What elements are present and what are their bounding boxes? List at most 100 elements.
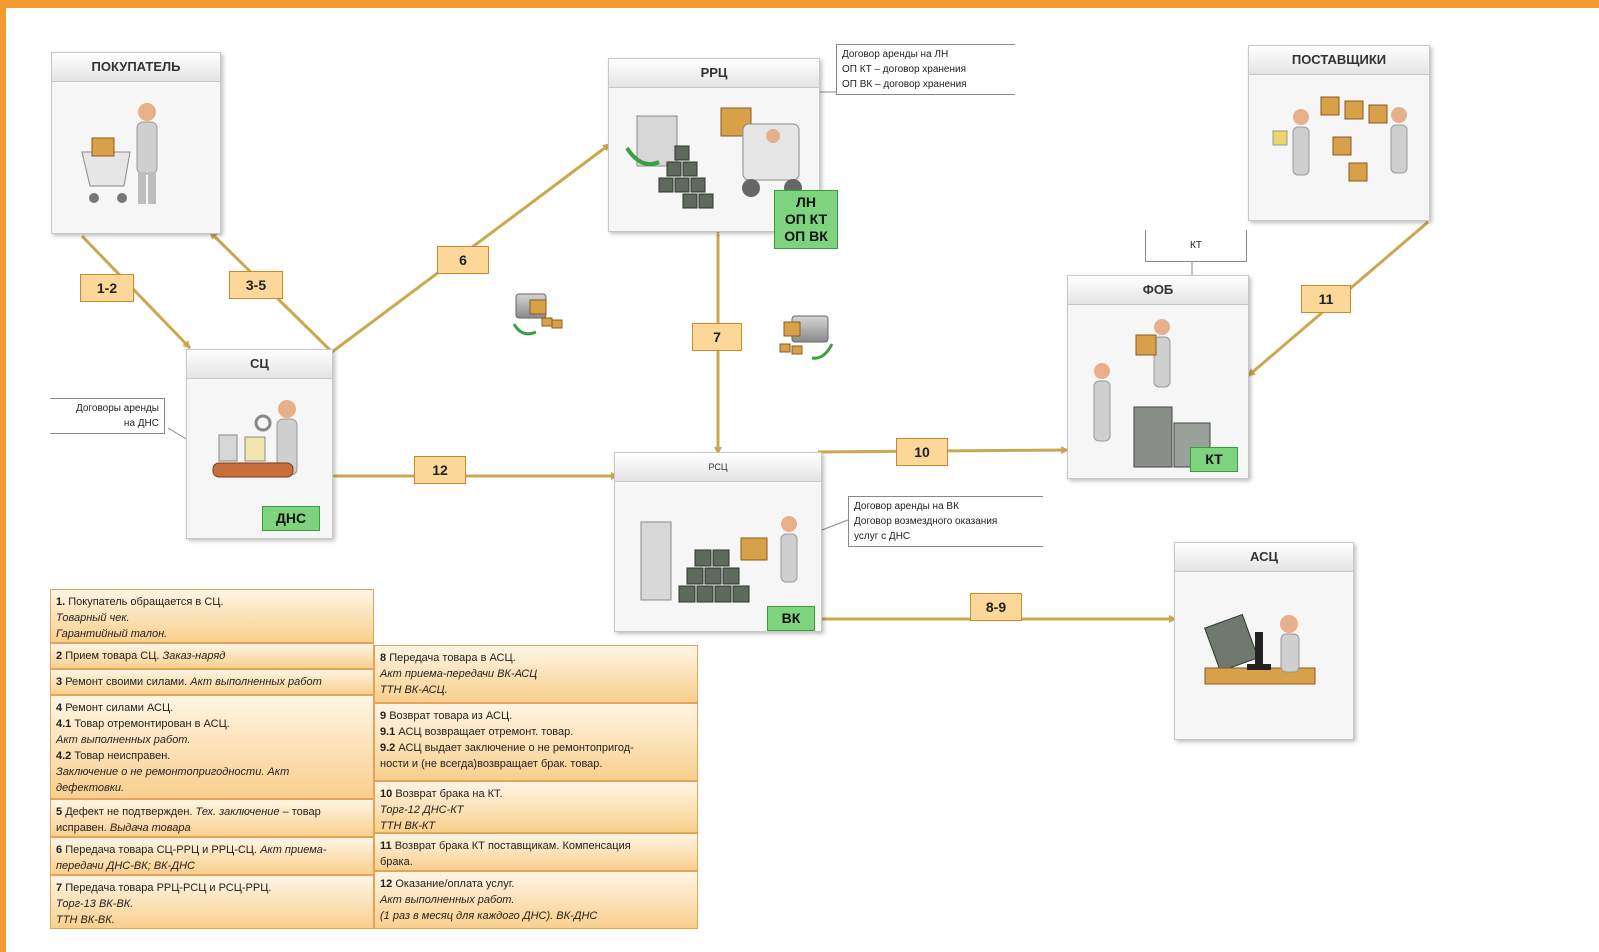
legend-line: ности и (не всегда)возвращает брак. това… [380,756,692,772]
node-buyer: ПОКУПАТЕЛЬ [51,52,221,234]
legend-line: ТТН ВК-АСЦ. [380,682,692,698]
legend-step-number: 4.2 [56,750,72,762]
transfer-boxes-icon [512,293,563,336]
arrow-label-8-9: 8-9 [970,593,1022,621]
legend-line: 11 Возврат брака КТ поставщикам. Компенс… [380,838,692,854]
legend-line: Акт выполненных работ. [56,732,368,748]
buyer-with-cart-icon [81,103,158,204]
node-title: ПОКУПАТЕЛЬ [52,53,220,82]
legend-document: Акт приема-передачи ВК-АСЦ [380,668,538,680]
legend-document: (1 раз в месяц для каждого ДНС). ВК-ДНС [380,910,598,922]
legend-line: Торг-13 ВК-ВК. [56,896,368,912]
legend-text: Передача товара в АСЦ. [389,652,516,664]
legend-line: 6 Передача товара СЦ-РРЦ и РРЦ-СЦ. Акт п… [56,842,368,858]
note-line: на ДНС [123,418,159,429]
badge-ln: ЛН [796,194,816,210]
legend-line: исправен. Выдача товара [56,820,368,836]
legend-step-number: 12 [380,878,393,890]
rsc-contract-note: Договор аренды на ВК Договор возмездного… [848,496,1043,547]
legend-item-6: 6 Передача товара СЦ-РРЦ и РРЦ-СЦ. Акт п… [50,837,374,875]
legend-document: Товарный чек. [56,612,130,624]
legend-document: Заказ-наряд [162,650,226,662]
legend-line: Гарантийный талон. [56,626,368,642]
legend-document: Выдача товара [109,822,191,834]
node-rrc: РРЦ [608,58,820,232]
legend-step-number: 5 [56,806,63,818]
note-connector-sc [167,427,189,441]
top-border [0,0,1599,8]
sc-contract-note: Договоры аренды на ДНС [50,398,165,434]
legend-line: 5 Дефект не подтвержден. Тех. заключение… [56,804,368,820]
rsc-warehouse-icon [640,516,798,603]
legend-line: 2 Прием товара СЦ. Заказ-наряд [56,648,368,664]
legend-text: исправен. [56,822,107,834]
legend-line: ТТН ВК-КТ [380,818,692,832]
legend-line: передачи ДНС-ВК; ВК-ДНС [56,858,368,874]
legend-item-12: 12 Оказание/оплата услуг. Акт выполненны… [374,871,698,929]
legend-line: брака. [380,854,692,870]
legend-step-number: 7 [56,882,63,894]
legend-line: Товарный чек. [56,610,368,626]
legend-item-3: 3 Ремонт своими силами. Акт выполненных … [50,669,374,695]
legend-step-number: 4.1 [56,718,72,730]
legend-step-number: 9.2 [380,742,396,754]
fob-owner-note: КТ [1145,230,1247,262]
legend-item-5: 5 Дефект не подтвержден. Тех. заключение… [50,799,374,837]
node-rsc: РСЦ [614,452,822,632]
legend-line: ТТН ВК-ВК. [56,912,368,928]
legend-step-number: 1. [56,596,66,608]
note-line: Договор аренды на ВК [854,501,959,512]
legend-document: Акт приема- [260,844,327,856]
node-sc: СЦ [186,349,333,539]
legend-text: – товар [282,806,321,818]
legend-line: 10 Возврат брака на КТ. [380,786,692,802]
legend-text: Товар неисправен. [74,750,171,762]
lab-microscope-icon [1204,613,1316,685]
arrow-label-3-5: 3-5 [229,271,283,299]
legend-line: 4.2 Товар неисправен. [56,748,368,764]
arrow-label-10: 10 [896,438,948,466]
legend-document: дефектовки. [56,782,125,794]
rsc-badge: ВК [767,606,815,631]
legend-line: 8 Передача товара в АСЦ. [380,650,692,666]
legend-line: 9.2 АСЦ выдает заключение о не ремонтопр… [380,740,692,756]
node-title: РРЦ [609,59,819,88]
fob-icon [1093,319,1211,468]
legend-item-1: 1. Покупатель обращается в СЦ. Товарный … [50,589,374,643]
suppliers-icon [1272,96,1408,182]
note-line: ОП КТ – договор хранения [842,64,967,75]
legend-text: ности и (не всегда)возвращает брак. това… [380,758,603,770]
legend-step-number: 3 [56,676,63,688]
legend-text: Прием товара СЦ. [65,650,160,662]
legend-line: Акт выполненных работ. [380,892,692,908]
node-title: РСЦ [615,453,821,482]
arrow-label-7: 7 [692,323,742,351]
legend-item-10: 10 Возврат брака на КТ. Торг-12 ДНС-КТ Т… [374,781,698,833]
node-title: ФОБ [1068,276,1248,305]
legend-text: АСЦ возвращает отремонт. товар. [398,726,574,738]
legend-text: Возврат брака КТ поставщикам. Компенсаци… [394,840,631,852]
badge-op-kt: ОП КТ [784,211,828,227]
legend-line: 1. Покупатель обращается в СЦ. [56,594,368,610]
legend-document: Торг-13 ВК-ВК. [56,898,134,910]
legend-item-4: 4 Ремонт силами АСЦ. 4.1 Товар отремонти… [50,695,374,799]
legend-text: Оказание/оплата услуг. [395,878,515,890]
node-title: СЦ [187,350,332,379]
legend-text: Передача товара СЦ-РРЦ и РРЦ-СЦ. [65,844,257,856]
legend-step-number: 9.1 [380,726,396,738]
legend-line: Акт приема-передачи ВК-АСЦ [380,666,692,682]
legend-step-number: 11 [380,840,392,852]
legend-document: Тех. заключение [195,806,280,818]
legend-line: 9.1 АСЦ возвращает отремонт. товар. [380,724,692,740]
node-suppliers: ПОСТАВЩИКИ [1248,45,1430,221]
legend-step-number: 6 [56,844,63,856]
legend-document: ТТН ВК-КТ [380,820,436,832]
legend-line: 9 Возврат товара из АСЦ. [380,708,692,724]
connector-1-2 [80,234,192,350]
note-line: Договор аренды на ЛН [842,49,949,60]
legend-step-number: 4 [56,702,63,714]
legend-step-number: 8 [380,652,387,664]
legend-text: Передача товара РРЦ-РСЦ и РСЦ-РРЦ. [65,882,272,894]
fob-badge: КТ [1190,447,1238,472]
legend-line: (1 раз в месяц для каждого ДНС). ВК-ДНС [380,908,692,924]
